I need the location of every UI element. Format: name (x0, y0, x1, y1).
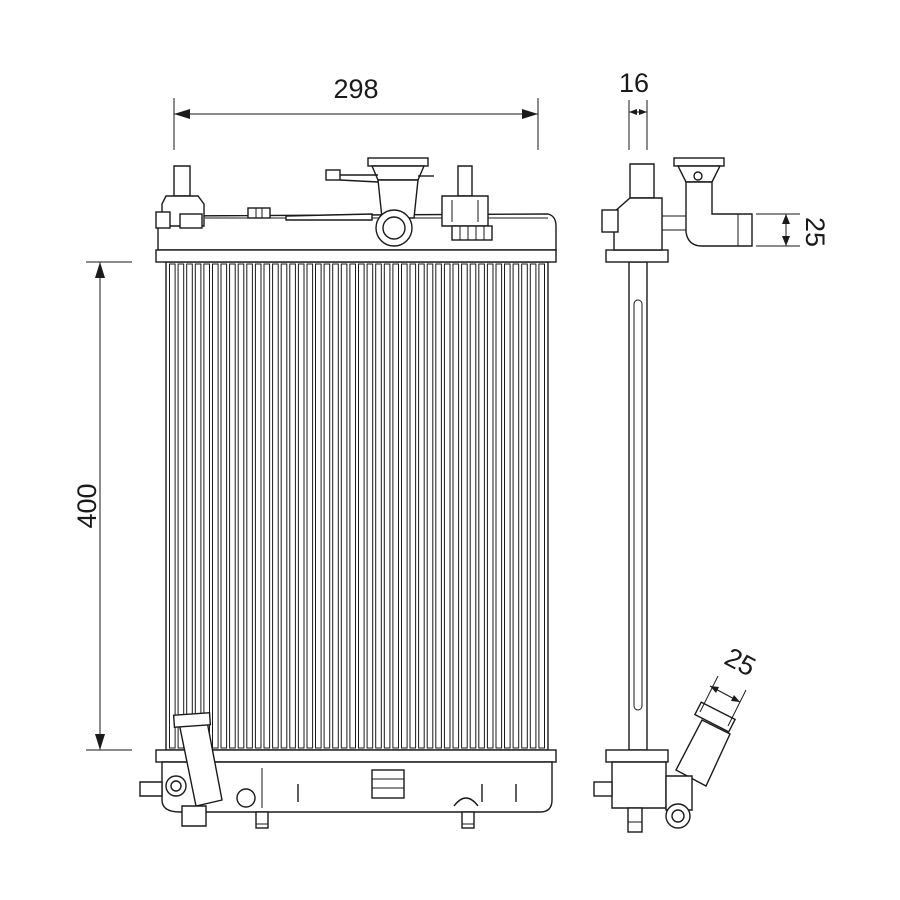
dimension-width: 298 (173, 74, 539, 150)
core-tube (375, 263, 382, 749)
radiator-side-view (593, 157, 753, 833)
core-tube (383, 263, 391, 749)
core-tube (169, 263, 176, 749)
dimension-upper-pipe: 25 (756, 213, 830, 247)
dimension-thickness-label: 16 (619, 68, 649, 98)
core-tube (366, 263, 374, 749)
radiator-core (165, 261, 549, 751)
core-tube (392, 263, 399, 749)
core-tube (409, 263, 417, 749)
core-tube (203, 263, 210, 749)
core-tube (332, 263, 339, 749)
dimension-lower-pipe-label: 25 (720, 642, 761, 683)
dimension-height: 400 (72, 261, 132, 751)
dimension-upper-pipe-label: 25 (800, 217, 830, 247)
core-tube (538, 263, 546, 749)
core-tube (461, 263, 468, 749)
core-tube (504, 263, 511, 749)
core-tube (280, 263, 288, 749)
core-tube (272, 263, 279, 749)
lower-tank (139, 712, 557, 829)
core-tube (418, 263, 425, 749)
core-tube (469, 263, 477, 749)
core-tube (401, 263, 408, 749)
core-tube (237, 263, 245, 749)
core-tube (435, 263, 442, 749)
core-tube (426, 263, 434, 749)
upper-tank (155, 157, 557, 263)
core-tube (452, 263, 460, 749)
dimension-thickness: 16 (619, 68, 649, 150)
core-tube (254, 263, 262, 749)
radiator-front-view (139, 157, 557, 829)
core-tube (315, 263, 322, 749)
core-tube (529, 263, 537, 749)
core-tube (306, 263, 314, 749)
core-tube (478, 263, 485, 749)
core-tube (486, 263, 494, 749)
core-tube (323, 263, 331, 749)
core-tube (194, 263, 202, 749)
core-tube (220, 263, 228, 749)
core-tube (340, 263, 348, 749)
dimension-height-label: 400 (72, 483, 102, 528)
core-tube (229, 263, 236, 749)
core-tube (495, 263, 503, 749)
core-tube (349, 263, 356, 749)
core-tube (297, 263, 305, 749)
core-tube (289, 263, 296, 749)
dimension-width-label: 298 (333, 74, 378, 104)
core-tube (443, 263, 451, 749)
core-tube (186, 263, 193, 749)
core-tube (246, 263, 253, 749)
core-tube (177, 263, 185, 749)
core-tube (263, 263, 271, 749)
core-tube (212, 263, 219, 749)
core-tube (521, 263, 528, 749)
core-tube (512, 263, 520, 749)
core-tube (358, 263, 365, 749)
core-tubes (169, 263, 546, 749)
